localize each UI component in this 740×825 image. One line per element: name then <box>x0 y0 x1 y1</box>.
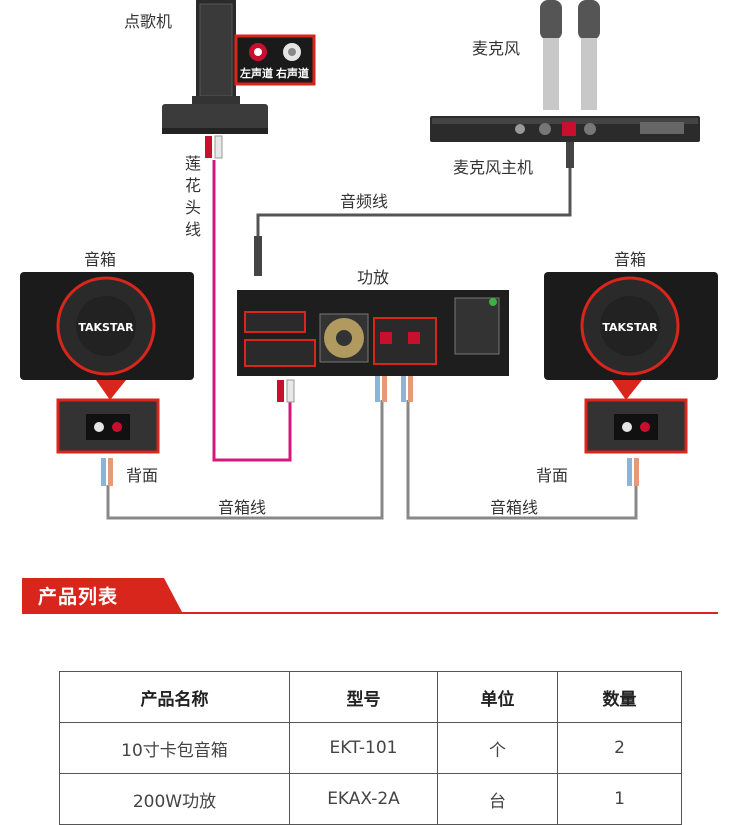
label-back-right: 背面 <box>536 466 569 485</box>
speaker-left-device: TAKSTAR <box>20 272 194 380</box>
rca-char: 头 <box>184 198 201 217</box>
label-mic-host: 麦克风主机 <box>453 158 534 177</box>
rca-cable <box>212 160 292 462</box>
brand-logo-left: TAKSTAR <box>78 321 134 334</box>
header-product-name: 产品名称 <box>59 671 290 723</box>
cell-unit: 个 <box>437 722 558 774</box>
audio-cable <box>256 160 572 240</box>
label-left-channel: 左声道 <box>240 67 273 80</box>
label-rca-cable: 莲 花 头 线 <box>184 153 202 241</box>
header-unit: 单位 <box>437 671 558 723</box>
label-jukebox: 点歌机 <box>124 12 173 31</box>
rca-char: 线 <box>184 220 201 239</box>
section-title: 产品列表 <box>38 586 119 608</box>
label-back-left: 背面 <box>126 466 159 485</box>
jukebox-device <box>162 0 268 134</box>
connection-diagram: TAKSTAR TAKSTAR <box>20 0 718 520</box>
rca-char: 莲 <box>184 154 201 173</box>
audio-cable-plug-bottom <box>254 236 262 276</box>
cell-quantity: 2 <box>557 722 682 774</box>
speaker-right-device: TAKSTAR <box>544 272 718 380</box>
speaker-right-back-panel <box>584 380 688 454</box>
table-row: 200W功放 EKAX-2A 台 1 <box>59 773 682 825</box>
rca-cable-head-top <box>205 135 223 159</box>
label-mic: 麦克风 <box>472 39 521 58</box>
cell-product-name: 10寸卡包音箱 <box>59 722 290 774</box>
label-speaker-right: 音箱 <box>614 250 647 269</box>
rca-cable-head-bottom <box>277 379 295 403</box>
cell-unit: 台 <box>437 773 558 825</box>
table-row: 10寸卡包音箱 EKT-101 个 2 <box>59 722 682 774</box>
rca-char: 花 <box>184 176 201 195</box>
speaker-cable-right <box>406 400 638 520</box>
speaker-cable-end-right <box>627 458 639 486</box>
cell-quantity: 1 <box>557 773 682 825</box>
label-audio-cable: 音频线 <box>340 192 389 211</box>
product-table: 产品名称 型号 单位 数量 10寸卡包音箱 EKT-101 个 2 200W功放… <box>59 671 682 825</box>
header-model: 型号 <box>289 671 438 723</box>
header-quantity: 数量 <box>557 671 682 723</box>
section-title-bar <box>22 578 182 612</box>
speaker-cable-end-amp-left <box>375 376 387 402</box>
label-right-channel: 右声道 <box>276 67 309 80</box>
jukebox-output-panel <box>234 34 316 86</box>
amplifier-device <box>237 290 509 376</box>
cell-model: EKT-101 <box>289 722 438 774</box>
speaker-cable-end-amp-right <box>401 376 413 402</box>
cell-model: EKAX-2A <box>289 773 438 825</box>
table-header-row: 产品名称 型号 单位 数量 <box>59 671 682 723</box>
label-speaker-cable-left: 音箱线 <box>218 498 267 517</box>
cell-product-name: 200W功放 <box>59 773 290 825</box>
microphone-pair <box>540 0 600 110</box>
speaker-cable-end-left <box>101 458 113 486</box>
section-divider <box>22 612 718 614</box>
audio-cable-plug-top <box>566 142 574 168</box>
speaker-left-back-panel <box>56 380 160 454</box>
label-speaker-cable-right: 音箱线 <box>490 498 539 517</box>
label-amplifier: 功放 <box>357 268 390 287</box>
label-speaker-left: 音箱 <box>84 250 117 269</box>
brand-logo-right: TAKSTAR <box>602 321 658 334</box>
mic-host-device <box>430 116 700 142</box>
speaker-cable-left <box>106 400 384 520</box>
